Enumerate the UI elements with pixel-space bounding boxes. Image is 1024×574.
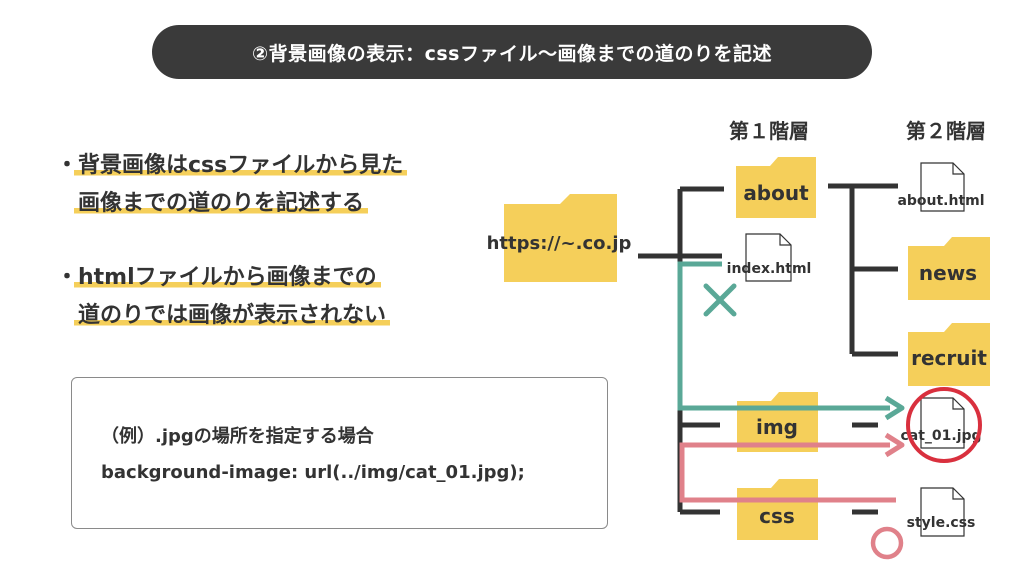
correct-path-arrow	[679, 432, 905, 503]
file-cat-icon	[920, 397, 965, 449]
tree-lines-level2	[828, 183, 898, 515]
file-about-html-label: about.html	[897, 193, 984, 209]
folder-about-icon	[736, 157, 816, 218]
bullet-2-line-2: 道のりでは画像が表示されない	[74, 303, 391, 328]
folder-recruit-icon	[908, 323, 990, 386]
circle-ok-icon	[870, 526, 904, 560]
folder-news-label: news	[919, 261, 977, 285]
example-box: （例）.jpgの場所を指定する場合 background-image: url(…	[71, 377, 608, 529]
bullet-1-line-2: 画像までの道のりを記述する	[74, 191, 369, 216]
bullet-2-line-1: htmlファイルから画像までの	[74, 265, 381, 290]
cross-icon	[703, 283, 737, 317]
example-line-1: （例）.jpgの場所を指定する場合	[101, 426, 374, 447]
bullet-marker: ・	[56, 265, 79, 290]
folder-css-icon	[737, 479, 818, 540]
page-title-text: ②背景画像の表示：cssファイル〜画像までの道のりを記述	[252, 42, 772, 65]
file-style-label: style.css	[907, 515, 976, 531]
folder-about-label: about	[743, 181, 809, 205]
folder-img-label: img	[756, 415, 798, 439]
wrong-path-arrow	[677, 261, 905, 421]
root-label: https://~.co.jp	[487, 233, 632, 254]
bullet-marker: ・	[56, 153, 79, 178]
example-line-2: background-image: url(../img/cat_01.jpg)…	[101, 462, 525, 483]
level2-header: 第２階層	[906, 119, 986, 143]
folder-recruit-label: recruit	[911, 346, 987, 370]
folder-css-label: css	[759, 504, 795, 528]
bullet-2: ・htmlファイルから画像までの 道のりでは画像が表示されない	[56, 264, 391, 330]
file-index-label: index.html	[727, 261, 812, 277]
file-about-html-icon	[920, 162, 965, 212]
file-style-icon	[920, 487, 965, 537]
root-folder-icon	[504, 194, 617, 282]
highlight-circle	[906, 387, 982, 463]
level1-header: 第１階層	[729, 119, 809, 143]
page-title: ②背景画像の表示：cssファイル〜画像までの道のりを記述	[152, 25, 872, 79]
file-cat-label: cat_01.jpg	[900, 428, 981, 444]
bullet-1: ・背景画像はcssファイルから見た 画像までの道のりを記述する	[56, 152, 408, 218]
folder-news-icon	[908, 237, 990, 300]
bullet-1-line-1: 背景画像はcssファイルから見た	[74, 153, 408, 178]
file-index-icon	[745, 233, 792, 282]
